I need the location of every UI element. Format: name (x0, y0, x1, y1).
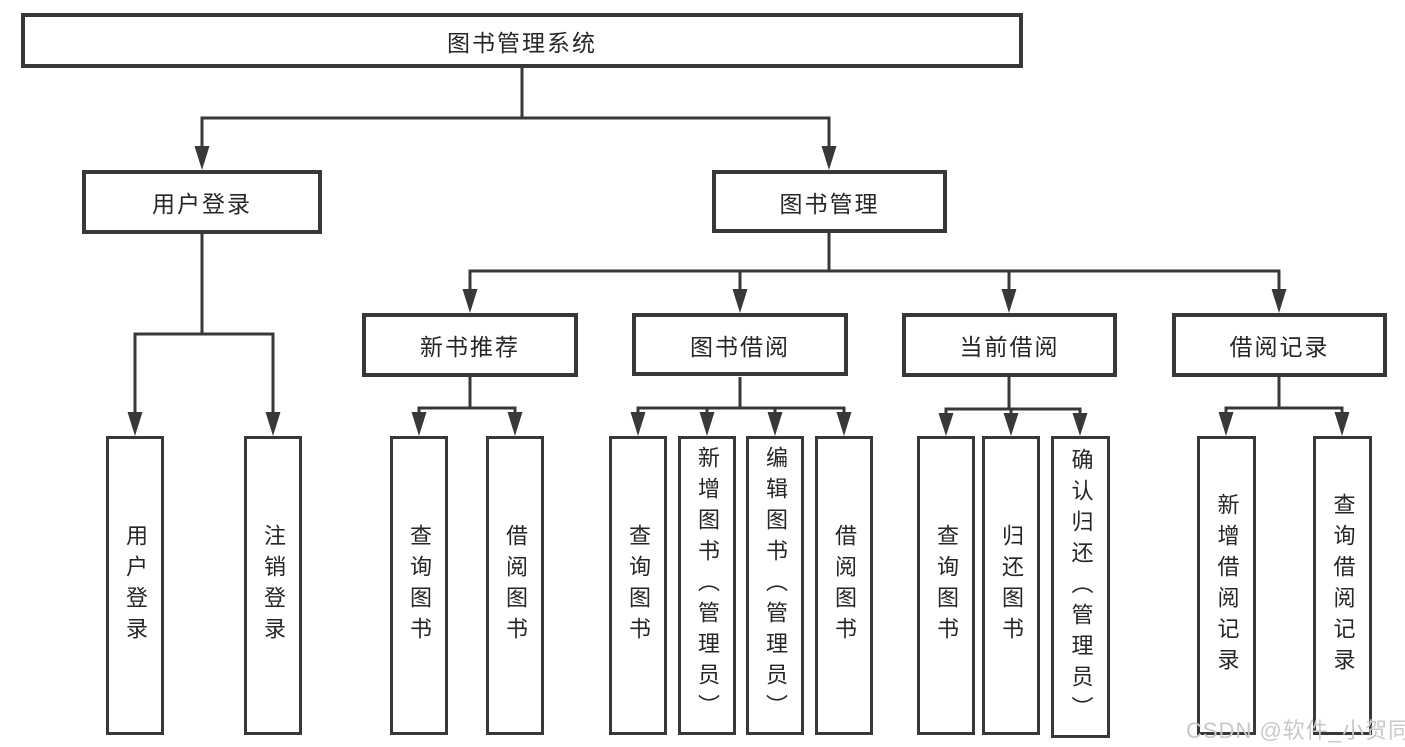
node-book-borrowing: 图书借阅 (632, 313, 848, 376)
node-label: 借阅图书 (832, 523, 857, 648)
node-label: 编辑图书（管理员） (763, 446, 788, 725)
node-label: 新增图书（管理员） (695, 446, 720, 725)
leaf-query-books-current: 查询图书 (917, 436, 975, 735)
node-label: 借阅记录 (1229, 334, 1330, 360)
node-label: 查询借阅记录 (1330, 492, 1356, 679)
leaf-confirm-return-admin: 确认归还（管理员） (1051, 436, 1110, 738)
node-label: 归还图书 (999, 523, 1024, 648)
node-label: 用户登录 (152, 191, 252, 217)
node-label: 图书借阅 (690, 333, 790, 360)
leaf-query-books-recommend: 查询图书 (390, 436, 448, 735)
leaf-user-login: 用户登录 (106, 436, 164, 735)
leaf-add-book-admin: 新增图书（管理员） (678, 436, 736, 735)
node-label: 查询图书 (934, 523, 959, 648)
csdn-watermark: CSDN @软件_小贺同学 (1186, 718, 1405, 743)
leaf-edit-book-admin: 编辑图书（管理员） (746, 436, 804, 735)
node-label: 图书管理 (779, 190, 880, 217)
node-label: 借阅图书 (503, 523, 528, 648)
node-borrowing-records: 借阅记录 (1172, 313, 1387, 377)
node-label: 用户登录 (123, 523, 148, 648)
node-label: 查询图书 (407, 523, 432, 648)
node-user-login: 用户登录 (82, 170, 322, 234)
node-library-management-system: 图书管理系统 (21, 13, 1023, 68)
leaf-query-borrow-record: 查询借阅记录 (1313, 436, 1372, 735)
node-label: 新增借阅记录 (1214, 492, 1240, 679)
leaf-borrow-books-borrowing: 借阅图书 (815, 436, 873, 735)
node-label: 图书管理系统 (447, 29, 597, 56)
leaf-query-books-borrowing: 查询图书 (609, 436, 667, 735)
node-new-book-recommendation: 新书推荐 (362, 313, 578, 377)
node-label: 新书推荐 (420, 334, 520, 360)
node-label: 确认归还（管理员） (1068, 447, 1094, 727)
node-book-management: 图书管理 (712, 170, 947, 233)
node-label: 查询图书 (626, 523, 651, 648)
leaf-add-borrow-record: 新增借阅记录 (1197, 436, 1256, 735)
leaf-return-book: 归还图书 (982, 436, 1040, 735)
node-label: 注销登录 (261, 523, 286, 648)
leaf-borrow-books-recommend: 借阅图书 (486, 436, 544, 735)
node-label: 当前借阅 (959, 334, 1060, 360)
node-current-borrowing: 当前借阅 (902, 313, 1117, 377)
leaf-logout: 注销登录 (244, 436, 302, 735)
